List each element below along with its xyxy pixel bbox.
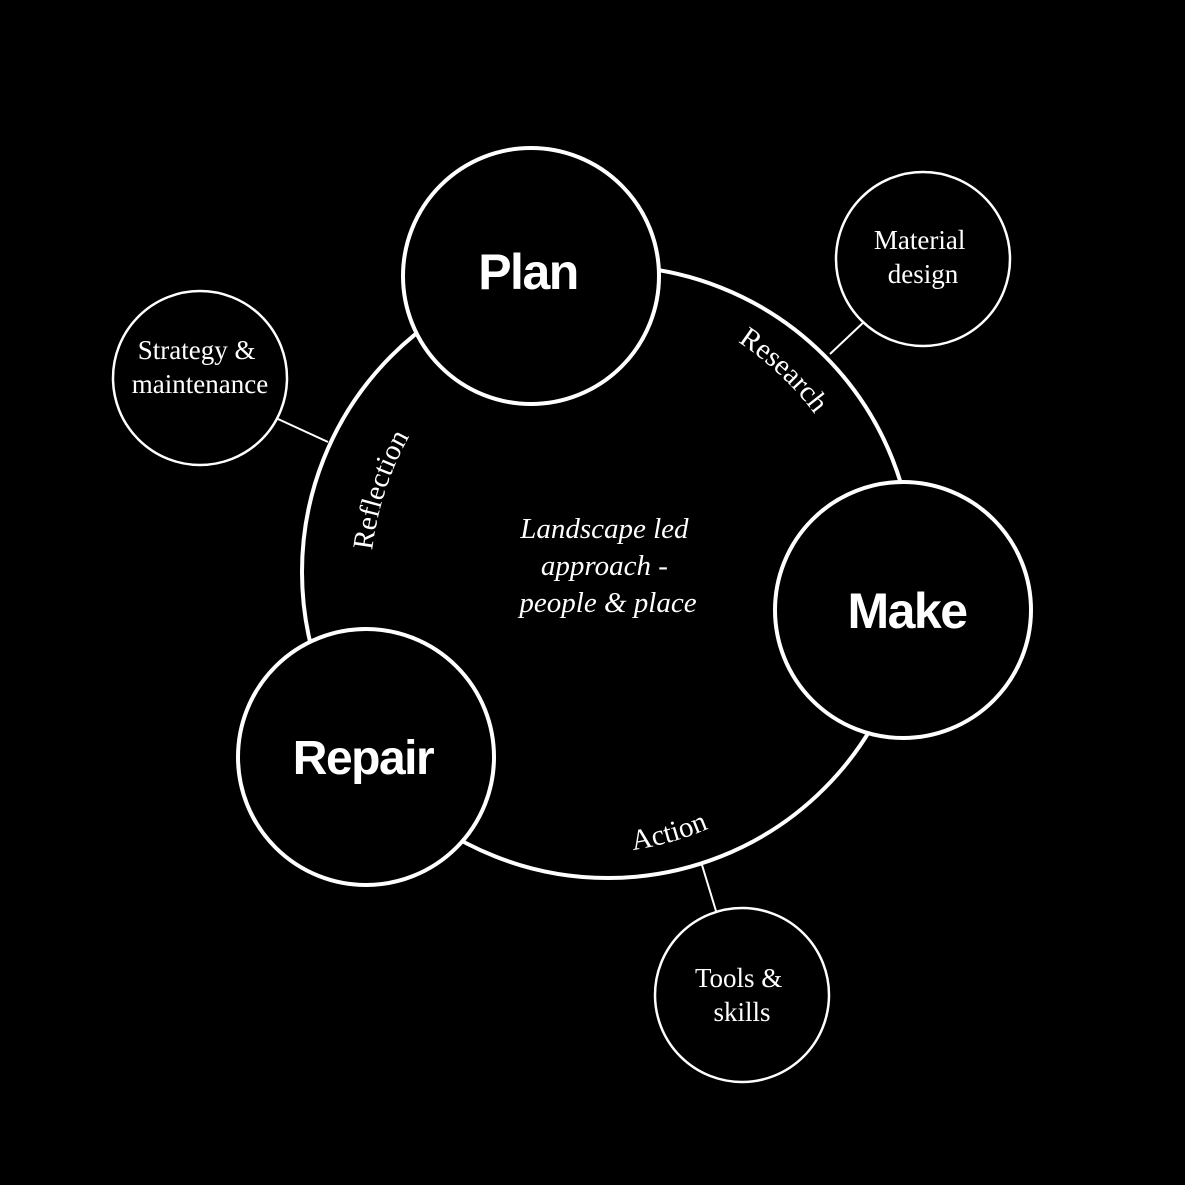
node-plan-label: Plan: [478, 244, 578, 300]
node-repair: Repair: [236, 627, 496, 887]
satellite-strategy-maintenance-label: Strategy & maintenance: [132, 335, 268, 399]
satellite-tools-skills-label: Tools & skills: [695, 963, 789, 1027]
node-make-label: Make: [847, 583, 967, 639]
node-repair-label: Repair: [293, 732, 434, 785]
node-plan: Plan: [401, 146, 661, 406]
node-make: Make: [773, 480, 1033, 740]
satellite-tools-skills: Tools & skills: [653, 906, 831, 1084]
connector-material-design: [829, 319, 867, 355]
center-line-2: approach -: [541, 550, 668, 582]
center-line-1: Landscape led: [519, 513, 689, 545]
center-text: Landscape led approach - people & place: [517, 513, 696, 619]
connector-strategy-maintenance: [277, 418, 329, 443]
connector-tools-skills: [701, 864, 717, 912]
satellite-material-design: Material design: [834, 170, 1012, 348]
satellite-material-design-label: Material design: [874, 225, 972, 289]
satellite-strategy-maintenance: Strategy & maintenance: [111, 289, 289, 467]
center-line-3: people & place: [517, 587, 696, 619]
